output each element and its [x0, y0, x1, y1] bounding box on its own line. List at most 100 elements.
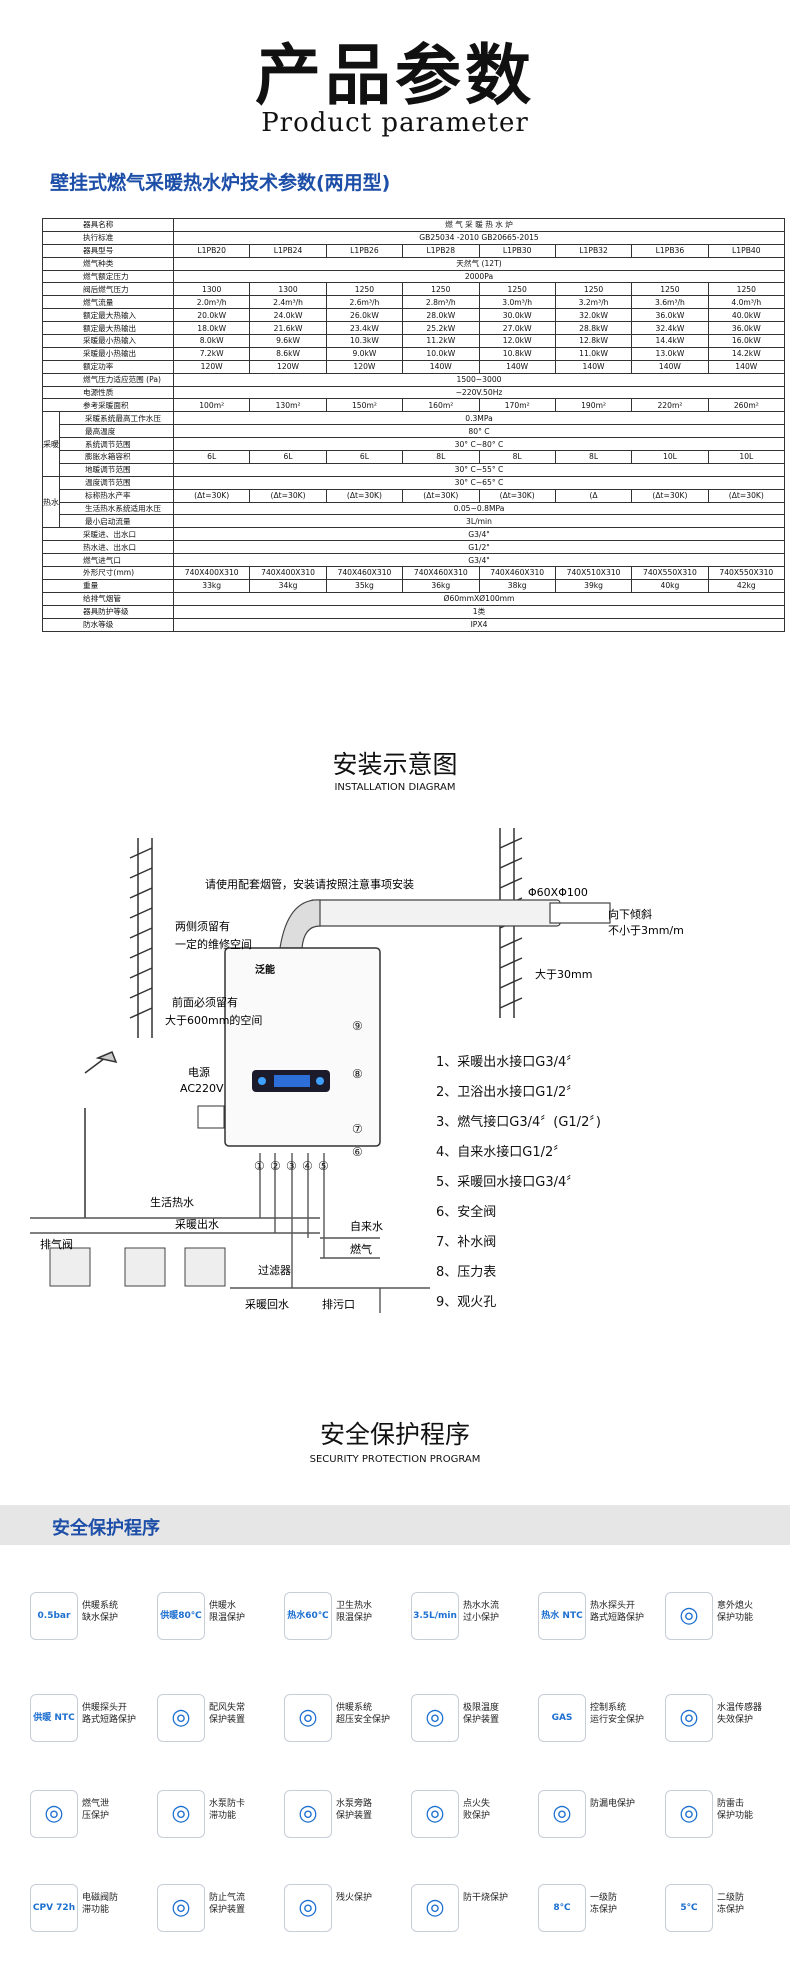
protection-label: 控制系统 运行安全保护: [590, 1703, 645, 1725]
spec-cell: 39kg: [554, 578, 633, 593]
callout-1: ①: [254, 1159, 265, 1173]
spec-cell: 8.0kW: [172, 334, 251, 348]
spec-cell: 740X400X310: [249, 566, 327, 580]
spec-value: 0.05~0.8MPa: [173, 501, 785, 516]
lightning-icon: ◎: [665, 1790, 713, 1838]
protection-label: 一级防 冻保护: [590, 1893, 618, 1915]
protection-label: 燃气泄 压保护: [82, 1799, 110, 1821]
spec-cell: 1250: [478, 282, 556, 297]
spec-cell: 1250: [402, 282, 480, 297]
spec-cell: L1PB20: [172, 243, 251, 258]
spec-value: G3/4": [173, 527, 785, 542]
legend-item-7: 7、补水阀: [436, 1235, 496, 1250]
protection-item: ◎残火保护: [284, 1884, 444, 1938]
protection-item: ◎极限温度 保护装置: [411, 1694, 571, 1748]
callout-6: ⑥: [352, 1145, 363, 1159]
gas-label: 燃气: [350, 1242, 372, 1256]
spec-value: 0.3MPa: [173, 411, 785, 426]
spec-cell: 8.6kW: [249, 346, 327, 361]
protection-item: ◎防漏电保护: [538, 1790, 698, 1844]
spec-cell: 740X550X310: [631, 566, 709, 580]
power-note-2: AC220V: [180, 1082, 224, 1095]
control-knob-left: [258, 1077, 266, 1085]
spec-cell: (Δt=30K): [707, 488, 786, 503]
legend-item-5: 5、采暖回水接口G3/4〞: [436, 1174, 579, 1190]
spec-cell: 40kg: [631, 578, 709, 593]
filter-label: 过滤器: [258, 1264, 291, 1277]
boiler-icon: ◎: [284, 1790, 332, 1838]
callout-5: ⑤: [318, 1159, 329, 1173]
protection-badge-icon: 3.5L/min: [411, 1592, 459, 1640]
boiler-brand: 泛能: [255, 963, 275, 976]
security-band: [0, 1505, 790, 1545]
spec-cell: 190m²: [554, 398, 633, 413]
spec-cell: 3.2m³/h: [554, 295, 633, 310]
spec-cell: 120W: [325, 359, 404, 374]
spec-label: 采暖系统最高工作水压: [59, 411, 174, 426]
spec-cell: 32.4kW: [631, 321, 709, 336]
protection-item: ◎配风失常 保护装置: [157, 1694, 317, 1748]
spec-cell: 36kg: [402, 578, 480, 593]
spec-cell: 32.0kW: [554, 308, 633, 323]
spec-cell: 13.0kW: [631, 346, 709, 361]
spec-value: G3/4": [173, 553, 785, 568]
spec-row: 燃气压力适应范围 (Pa)1500~3000: [42, 372, 785, 387]
flame-icon: ◎: [30, 1790, 78, 1838]
protection-label: 点火失 败保护: [463, 1799, 491, 1821]
spec-label: 额定最大热输入: [42, 308, 174, 323]
spec-label: 燃气流量: [42, 295, 174, 310]
spec-cell: 26.0kW: [325, 308, 404, 323]
spec-cell: 1250: [325, 282, 404, 297]
spec-value: 2000Pa: [173, 269, 785, 284]
heating-return-label: 采暖回水: [245, 1298, 289, 1311]
protection-label: 防漏电保护: [590, 1799, 636, 1809]
spec-cell: 20.0kW: [172, 308, 251, 323]
spec-cell: 170m²: [478, 398, 556, 413]
spec-label: 采暖最小热输入: [42, 334, 174, 348]
protection-label: 防干烧保护: [463, 1893, 509, 1903]
spec-label: 外形尺寸(mm): [42, 566, 174, 580]
spec-value: G1/2": [173, 540, 785, 555]
side-note-1: 两侧须留有: [175, 919, 230, 933]
protection-label: 供暖探头开 路式短路保护: [82, 1703, 137, 1725]
spec-value: IPX4: [173, 617, 785, 632]
spec-cell: (Δt=30K): [478, 488, 556, 503]
spec-cell: 24.0kW: [249, 308, 327, 323]
spec-label: 燃气种类: [42, 256, 174, 271]
legend-item-8: 8、压力表: [436, 1265, 496, 1280]
spec-cell: 120W: [172, 359, 251, 374]
spec-cell: 38kg: [478, 578, 556, 593]
protection-item: ◎防干烧保护: [411, 1884, 571, 1938]
protection-badge-icon: 热水 NTC: [538, 1592, 586, 1640]
spec-cell: 740X460X310: [325, 566, 404, 580]
spec-label: 额定最大热输出: [42, 321, 174, 336]
spec-value: 燃 气 采 暖 热 水 炉: [173, 218, 785, 232]
spec-cell: 2.6m³/h: [325, 295, 404, 310]
protection-item: ◎点火失 败保护: [411, 1790, 571, 1844]
spec-value: 30° C~65° C: [173, 475, 785, 490]
protection-item: ◎防雷击 保护功能: [665, 1790, 790, 1844]
spec-label: 标称热水产率: [59, 488, 174, 503]
wall-gap-note: 大于30mm: [535, 967, 592, 981]
spec-label: 防水等级: [42, 617, 174, 632]
hero-subtitle: Product parameter: [261, 108, 529, 138]
spec-cell: L1PB26: [325, 243, 404, 258]
spec-cell: 2.0m³/h: [172, 295, 251, 310]
spec-cell: 740X460X310: [402, 566, 480, 580]
protection-item: ◎水温传感器 失效保护: [665, 1694, 790, 1748]
spec-group-label: 采暖: [42, 411, 60, 477]
protection-label: 热水探头开 路式短路保护: [590, 1601, 645, 1623]
spec-cell: 9.0kW: [325, 346, 404, 361]
spec-cell: 740X460X310: [478, 566, 556, 580]
spec-cell: 9.6kW: [249, 334, 327, 348]
